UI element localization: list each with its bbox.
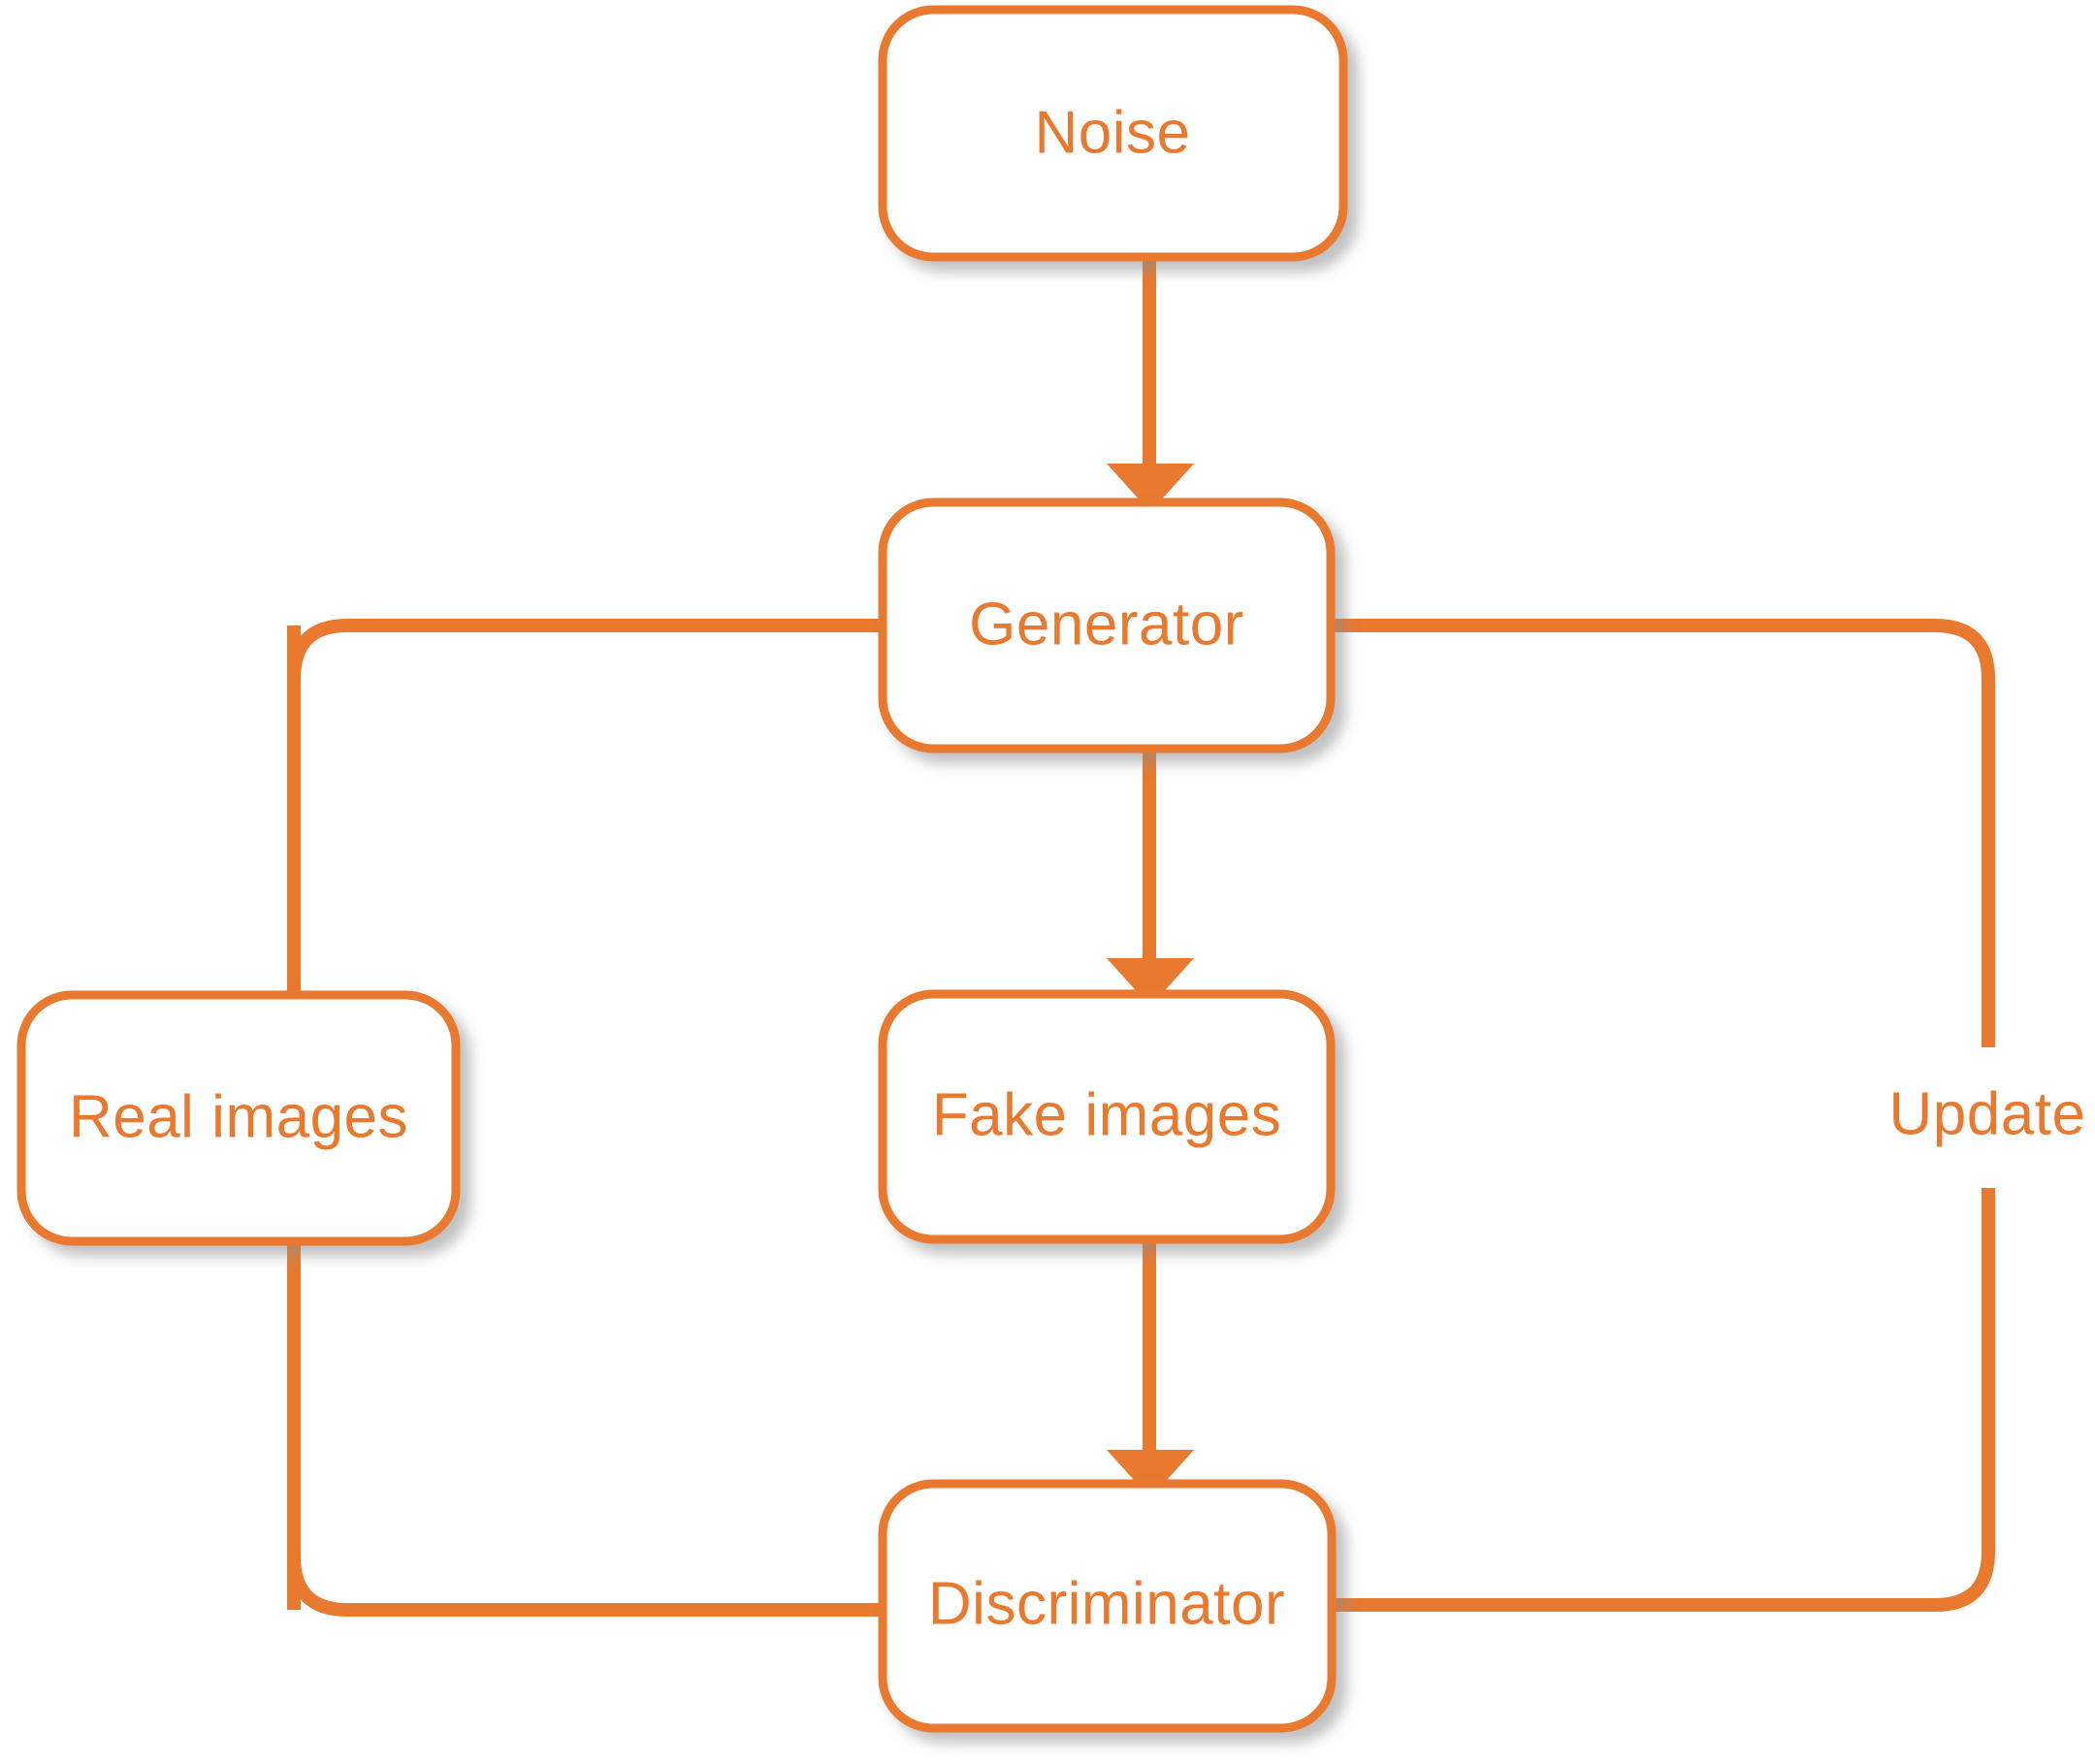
edge-noise-to-generator-arrowhead xyxy=(1107,464,1194,512)
node-generator-shape[interactable] xyxy=(878,497,1336,754)
edge-update-upper-path xyxy=(1331,619,1995,1047)
node-discriminator[interactable]: Discriminator xyxy=(878,1479,1337,1733)
node-discriminator-shape[interactable] xyxy=(878,1479,1337,1733)
node-fake-images[interactable]: Fake images xyxy=(878,989,1336,1244)
node-noise-shape[interactable] xyxy=(878,5,1348,262)
edge-label-layer: Update xyxy=(1843,1057,2095,1178)
node-generator[interactable]: Generator xyxy=(878,497,1336,754)
node-noise-label: Noise xyxy=(1034,99,1190,166)
update-label-backdrop xyxy=(1843,1057,2095,1178)
edge-label-update: Update xyxy=(1889,1080,2086,1147)
node-noise[interactable]: Noise xyxy=(878,5,1348,262)
node-discriminator-label: Discriminator xyxy=(928,1570,1285,1637)
node-generator-label: Generator xyxy=(969,591,1244,657)
connector-layer xyxy=(287,254,1995,1653)
edge-update-lower-path xyxy=(1332,1188,1995,1612)
node-real-images-shape[interactable] xyxy=(16,990,461,1246)
node-layer: Noise Generator Real images Fake images … xyxy=(16,5,1348,1733)
node-real-images[interactable]: Real images xyxy=(16,990,461,1246)
node-fake-images-label: Fake images xyxy=(932,1081,1281,1148)
edge-real-to-discriminator-path xyxy=(287,625,885,1617)
node-real-images-label: Real images xyxy=(69,1083,408,1150)
node-fake-images-shape[interactable] xyxy=(878,989,1336,1244)
edge-generator-to-fake-arrowhead xyxy=(1107,958,1194,1007)
edge-fake-to-discriminator-arrowhead xyxy=(1107,1450,1194,1498)
